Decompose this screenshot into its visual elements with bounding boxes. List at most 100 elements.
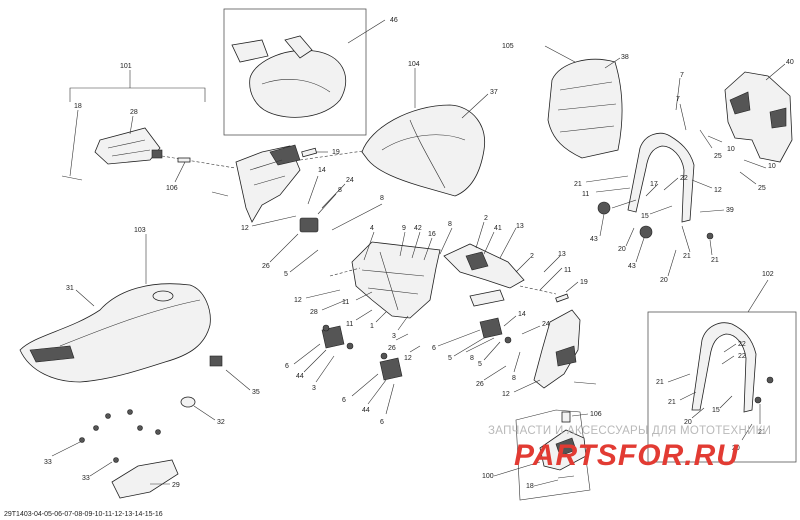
label-11a: 11	[582, 191, 589, 198]
label-4: 4	[370, 225, 374, 232]
label-20c: 20	[684, 419, 692, 426]
label-8b: 8	[380, 195, 384, 202]
group-box-46	[223, 8, 367, 136]
label-101: 101	[120, 63, 132, 70]
label-12c: 12	[294, 297, 302, 304]
label-19a: 19	[332, 149, 340, 156]
watermark-tagline: ЗАПЧАСТИ И АКСЕССУАРЫ ДЛЯ МОТОТЕХНИКИ	[488, 425, 772, 437]
label-12a: 12	[241, 225, 249, 232]
part-24-bracket-right	[533, 309, 581, 389]
label-38: 38	[621, 54, 629, 61]
label-105: 105	[502, 43, 514, 50]
part-center-frame	[351, 241, 441, 319]
label-13a: 13	[516, 223, 524, 230]
label-32: 32	[217, 419, 225, 426]
part-43b-washer	[639, 225, 653, 239]
group-box-102	[647, 311, 797, 463]
label-41: 41	[494, 225, 502, 232]
label-5c: 5	[478, 361, 482, 368]
label-17: 17	[650, 181, 658, 188]
label-22c: 22	[738, 353, 746, 360]
part-37-backrest-cover	[361, 104, 486, 197]
part-29-under-tray	[111, 459, 179, 499]
label-37: 37	[490, 89, 498, 96]
part-46-cowl	[231, 35, 347, 118]
label-15a: 15	[641, 213, 649, 220]
label-44b: 44	[362, 407, 370, 414]
label-102: 102	[762, 271, 774, 278]
label-11c: 11	[346, 321, 353, 328]
label-11b: 11	[342, 299, 349, 306]
part-38-backrest-pad	[547, 58, 623, 159]
label-25a: 25	[714, 153, 722, 160]
label-12d: 12	[502, 391, 510, 398]
label-20d: 20	[732, 445, 740, 452]
part-grab-bar	[627, 132, 695, 223]
label-39: 39	[726, 207, 734, 214]
part-26-clip	[299, 217, 319, 233]
label-2a: 2	[484, 215, 488, 222]
part-102-grab-bar	[691, 322, 757, 413]
label-8d: 8	[470, 355, 474, 362]
label-106b: 106	[590, 411, 602, 418]
label-28b: 28	[310, 309, 318, 316]
document-code: 29T1403-04-05-06-07-08-09-10-11-12-13-14…	[4, 511, 163, 518]
part-31-seat	[19, 283, 211, 383]
label-43b: 43	[628, 263, 636, 270]
label-5b: 5	[448, 355, 452, 362]
label-18b: 18	[526, 483, 534, 490]
part-right-clip	[479, 317, 512, 344]
label-33a: 33	[44, 459, 52, 466]
part-19a-pin	[301, 147, 318, 158]
part-33-screws	[79, 409, 161, 463]
label-8c: 8	[448, 221, 452, 228]
label-16: 16	[428, 231, 436, 238]
label-2b: 2	[530, 253, 534, 260]
label-46: 46	[390, 17, 398, 24]
label-31: 31	[66, 285, 74, 292]
part-3a-clip	[321, 324, 354, 350]
label-8a: 8	[338, 187, 342, 194]
label-6d: 6	[432, 345, 436, 352]
label-10b: 10	[768, 163, 776, 170]
label-3a: 3	[392, 333, 396, 340]
part-35-latch	[209, 355, 223, 367]
label-25b: 25	[758, 185, 766, 192]
part-19b-pin	[555, 293, 569, 303]
label-106a: 106	[166, 185, 178, 192]
label-6b: 6	[342, 397, 346, 404]
label-103: 103	[134, 227, 146, 234]
label-21e: 21	[668, 399, 676, 406]
label-12b: 12	[714, 187, 722, 194]
label-5a: 5	[284, 271, 288, 278]
part-40-rack-cover	[724, 71, 793, 163]
label-10a: 10	[727, 146, 735, 153]
label-21c: 21	[683, 253, 691, 260]
label-8e: 8	[512, 375, 516, 382]
part-24-bracket-left	[235, 144, 301, 223]
part-106-pin	[177, 157, 191, 163]
label-33b: 33	[82, 475, 90, 482]
part-3b-clip	[379, 352, 403, 381]
label-28a: 28	[130, 109, 138, 116]
label-6a: 6	[285, 363, 289, 370]
label-14a: 14	[318, 167, 326, 174]
label-22a: 22	[680, 175, 688, 182]
part-28-handle	[94, 127, 163, 165]
label-21f: 21	[758, 429, 766, 436]
label-18a: 18	[74, 103, 82, 110]
label-40: 40	[786, 59, 794, 66]
watermark-logo: PARTSFOR.RU	[514, 439, 739, 472]
label-29: 29	[172, 482, 180, 489]
label-20b: 20	[660, 277, 668, 284]
label-13b: 13	[558, 251, 566, 258]
label-14b: 14	[518, 311, 526, 318]
part-32-bumper	[180, 396, 196, 408]
label-43a: 43	[590, 236, 598, 243]
label-21a: 21	[574, 181, 582, 188]
label-20a: 20	[618, 246, 626, 253]
label-21d: 21	[656, 379, 664, 386]
label-15b: 15	[712, 407, 720, 414]
label-26a: 26	[262, 263, 270, 270]
